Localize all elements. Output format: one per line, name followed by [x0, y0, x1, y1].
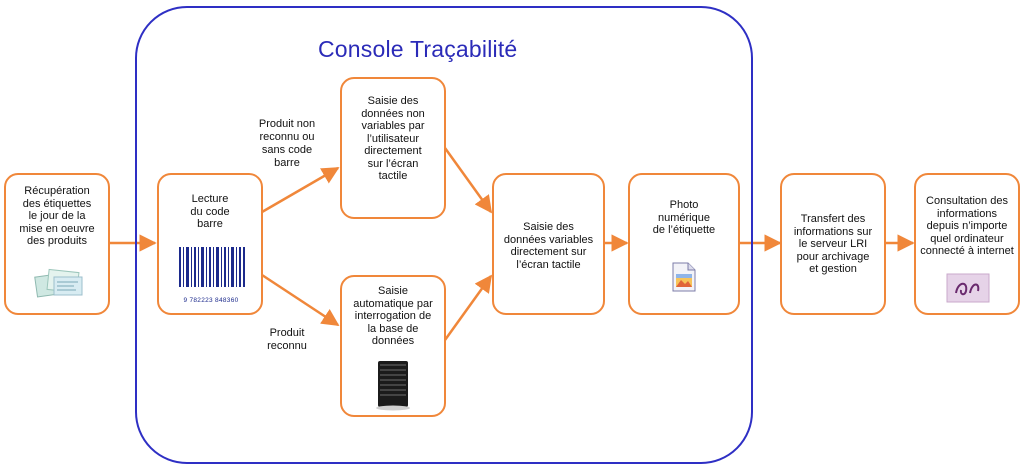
edge-label-reconnu: Produit reconnu: [267, 327, 307, 352]
edge-label-non-reconnu: Produit non reconnu ou sans code barre: [258, 118, 316, 169]
node-saisie-variables: Saisie des données variables directement…: [492, 173, 605, 315]
arrow-lecture-to-auto: [261, 273, 340, 327]
arrow-nonvar-to-var: [443, 147, 493, 214]
node-recuperation-label: Récupération des étiquettes le jour de l…: [19, 185, 95, 247]
node-saisie-non-variables-label: Saisie des données non variables par l’u…: [361, 95, 425, 182]
console-frame: [135, 6, 753, 464]
node-transfert-label: Transfert des informations sur le serveu…: [793, 213, 873, 275]
node-photo: Photo numérique de l’étiquette: [628, 173, 740, 315]
barcode-digits: 9 782223 848360: [183, 297, 239, 304]
image-file-icon: [672, 262, 696, 292]
node-lecture: Lecture du code barre 9 782223 848360: [157, 173, 263, 315]
node-saisie-non-variables: Saisie des données non variables par l’u…: [340, 77, 446, 219]
barcode-icon: [179, 247, 245, 287]
node-photo-label: Photo numérique de l’étiquette: [652, 199, 716, 236]
web-logo-icon: [946, 273, 990, 303]
console-title: Console Traçabilité: [318, 36, 518, 62]
arrow-lecture-to-nonvar: [261, 166, 340, 214]
node-recuperation: Récupération des étiquettes le jour de l…: [4, 173, 110, 315]
node-lecture-label: Lecture du code barre: [190, 193, 230, 230]
node-saisie-variables-label: Saisie des données variables directement…: [503, 221, 594, 271]
node-consultation-label: Consultation des informations depuis n’i…: [920, 195, 1014, 257]
node-saisie-automatique: Saisie automatique par interrogation de …: [340, 275, 446, 417]
server-icon: [376, 361, 410, 411]
product-labels-icon: [34, 268, 83, 298]
node-consultation: Consultation des informations depuis n’i…: [914, 173, 1020, 315]
arrow-auto-to-var: [443, 274, 493, 341]
node-transfert: Transfert des informations sur le serveu…: [780, 173, 886, 315]
node-saisie-automatique-label: Saisie automatique par interrogation de …: [353, 285, 433, 347]
